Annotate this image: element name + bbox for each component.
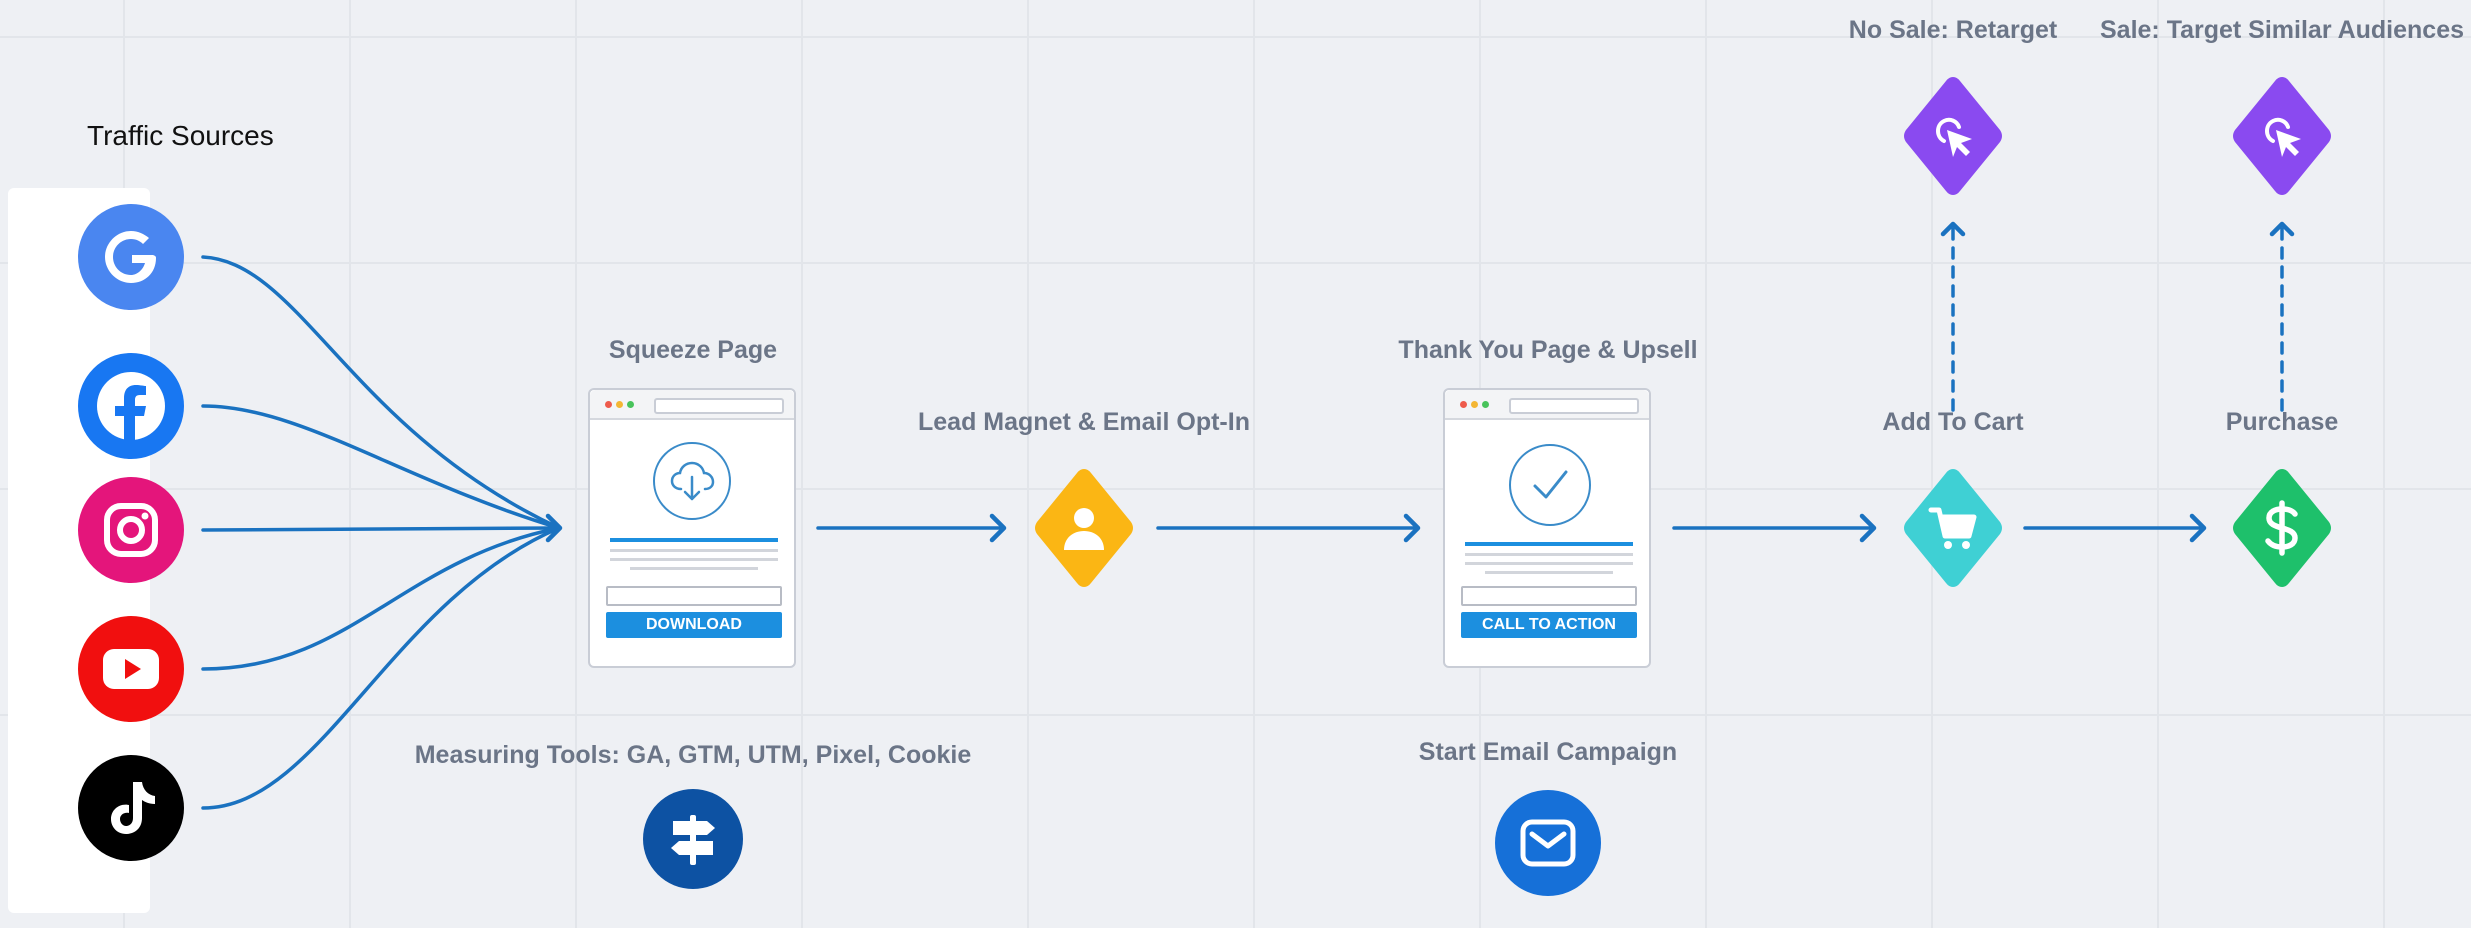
purchase-label: Purchase: [2225, 408, 2339, 436]
content-line: [1465, 542, 1633, 546]
email-input-field[interactable]: [606, 586, 782, 606]
call-to-action-button[interactable]: CALL TO ACTION: [1461, 612, 1637, 638]
url-bar: [1509, 398, 1639, 414]
cursor-click-icon: [2265, 117, 2301, 157]
browser-toolbar: [1445, 390, 1649, 420]
retarget-label: No Sale: Retarget: [1848, 16, 2058, 44]
measuring-tools-label: Measuring Tools: GA, GTM, UTM, Pixel, Co…: [414, 741, 972, 769]
content-line: [610, 558, 778, 561]
window-dot-red: [1460, 401, 1467, 408]
facebook-icon: [78, 353, 184, 459]
window-dot-green: [1482, 401, 1489, 408]
google-icon: [78, 204, 184, 310]
content-line: [630, 567, 758, 570]
window-dot-yellow: [1471, 401, 1478, 408]
window-dot-green: [627, 401, 634, 408]
tiktok-icon: [78, 755, 184, 861]
similar-audiences-node: [2229, 71, 2335, 201]
connector-tiktok: [201, 526, 561, 810]
dollar-icon: [2265, 500, 2298, 556]
content-line: [610, 549, 778, 552]
traffic-sources-title: Traffic Sources: [87, 120, 274, 151]
window-dot-red: [605, 401, 612, 408]
lead-magnet-label: Lead Magnet & Email Opt-In: [918, 408, 1250, 436]
content-line: [1465, 562, 1633, 565]
squeeze-page-label: Squeeze Page: [608, 336, 778, 364]
connector-google: [201, 255, 561, 530]
thank-you-page-label: Thank You Page & Upsell: [1398, 336, 1698, 364]
download-button[interactable]: DOWNLOAD: [606, 612, 782, 638]
user-icon: [1064, 508, 1104, 550]
email-campaign-label: Start Email Campaign: [1418, 738, 1678, 766]
signpost-icon: [643, 789, 743, 889]
similar-audiences-label: Sale: Target Similar Audiences: [2099, 16, 2465, 44]
instagram-icon: [78, 477, 184, 583]
squeeze-page-mockup: DOWNLOAD: [588, 388, 796, 668]
cursor-click-icon: [1936, 117, 1972, 157]
add-to-cart-label: Add To Cart: [1882, 408, 2024, 436]
content-line: [1465, 553, 1633, 556]
shopping-cart-icon: [1928, 507, 1977, 549]
content-line: [610, 538, 778, 542]
purchase-node: [2229, 463, 2335, 593]
retarget-node: [1900, 71, 2006, 201]
connector-arrowhead-squeeze: [545, 513, 563, 543]
thank-you-page-mockup: CALL TO ACTION: [1443, 388, 1651, 668]
lead-magnet-node: [1031, 463, 1137, 593]
connector-youtube: [201, 526, 561, 671]
browser-toolbar: [590, 390, 794, 420]
content-line: [1485, 571, 1613, 574]
window-dot-yellow: [616, 401, 623, 408]
cloud-download-icon: [653, 442, 731, 520]
add-to-cart-node: [1900, 463, 2006, 593]
youtube-icon: [78, 616, 184, 722]
envelope-icon: [1495, 790, 1601, 896]
connector-facebook: [201, 404, 561, 530]
input-field[interactable]: [1461, 586, 1637, 606]
url-bar: [654, 398, 784, 414]
connector-instagram: [201, 526, 561, 532]
checkmark-icon: [1509, 444, 1591, 526]
